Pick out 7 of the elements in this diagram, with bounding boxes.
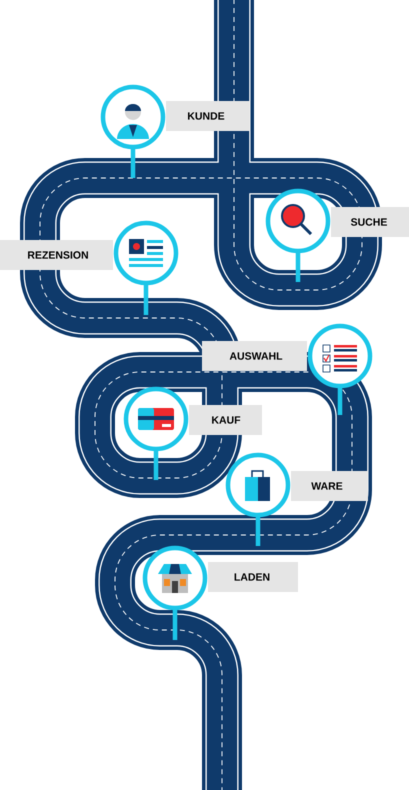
label-box: LADEN [208,562,298,592]
label-box: AUSWAHL [202,341,307,371]
label-box: KAUF [189,405,262,435]
label-box: REZENSION [0,240,113,270]
label-box: SUCHE [331,207,409,237]
label-box: WARE [291,471,368,501]
label-box: KUNDE [166,101,250,131]
